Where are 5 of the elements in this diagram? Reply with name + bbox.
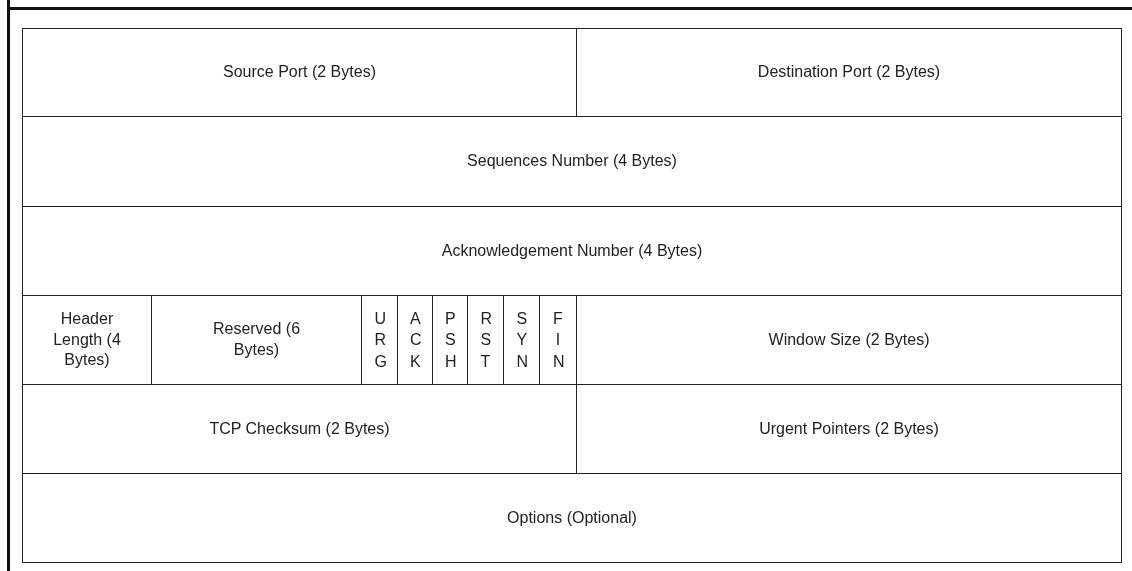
header-field-cell: Acknowledgement Number (4 Bytes) [22, 206, 1122, 296]
header-field-cell: Options (Optional) [22, 473, 1122, 563]
header-field-cell: Destination Port (2 Bytes) [576, 28, 1122, 117]
header-field-cell: Sequences Number (4 Bytes) [22, 116, 1122, 207]
header-field-cell: Source Port (2 Bytes) [22, 28, 577, 117]
